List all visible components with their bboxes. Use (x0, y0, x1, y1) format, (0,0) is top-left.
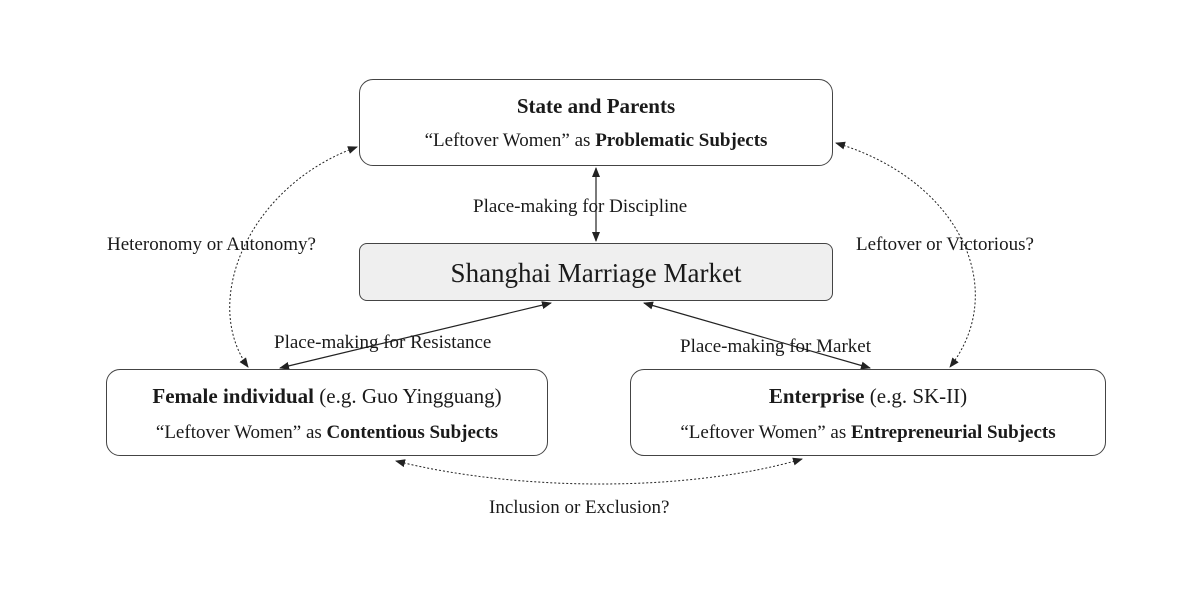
enterprise-node: Enterprise (e.g. SK-II) “Leftover Women”… (630, 369, 1106, 456)
female-title-rest: (e.g. Guo Yingguang) (314, 384, 502, 408)
market-arrow (643, 301, 871, 370)
state-subtitle-bold: Problematic Subjects (595, 130, 768, 151)
female-individual-node: Female individual (e.g. Guo Yingguang) “… (106, 369, 548, 456)
inclusion-arrow (395, 457, 803, 485)
enterprise-subtitle-bold: Entrepreneurial Subjects (851, 422, 1056, 443)
female-subtitle-prefix: “Leftover Women” as (155, 422, 327, 443)
leftover-label: Leftover or Victorious? (856, 234, 1034, 255)
leftover-arrow (835, 141, 976, 368)
marriage-market-node: Shanghai Marriage Market (359, 243, 833, 301)
state-subtitle: “Leftover Women” as Problematic Subjects (360, 130, 832, 152)
state-and-parents-node: State and Parents “Leftover Women” as Pr… (359, 79, 833, 166)
female-title-bold: Female individual (152, 384, 314, 408)
heteronomy-label: Heteronomy or Autonomy? (107, 234, 316, 255)
state-subtitle-prefix: “Leftover Women” as (424, 130, 596, 151)
female-subtitle-bold: Contentious Subjects (326, 422, 499, 443)
enterprise-subtitle: “Leftover Women” as Entrepreneurial Subj… (631, 422, 1105, 444)
enterprise-title: Enterprise (e.g. SK-II) (631, 384, 1105, 409)
resistance-label: Place-making for Resistance (274, 332, 492, 353)
heteronomy-arrow (229, 146, 358, 368)
discipline-label: Place-making for Discipline (473, 196, 688, 217)
female-title: Female individual (e.g. Guo Yingguang) (107, 384, 547, 409)
market-label: Place-making for Market (680, 336, 871, 357)
state-title: State and Parents (516, 94, 676, 118)
enterprise-title-rest: (e.g. SK-II) (864, 384, 968, 408)
inclusion-label: Inclusion or Exclusion? (489, 497, 670, 518)
market-title: Shanghai Marriage Market (450, 258, 742, 288)
enterprise-title-bold: Enterprise (768, 384, 865, 408)
female-subtitle: “Leftover Women” as Contentious Subjects (107, 422, 547, 444)
enterprise-subtitle-prefix: “Leftover Women” as (680, 422, 852, 443)
